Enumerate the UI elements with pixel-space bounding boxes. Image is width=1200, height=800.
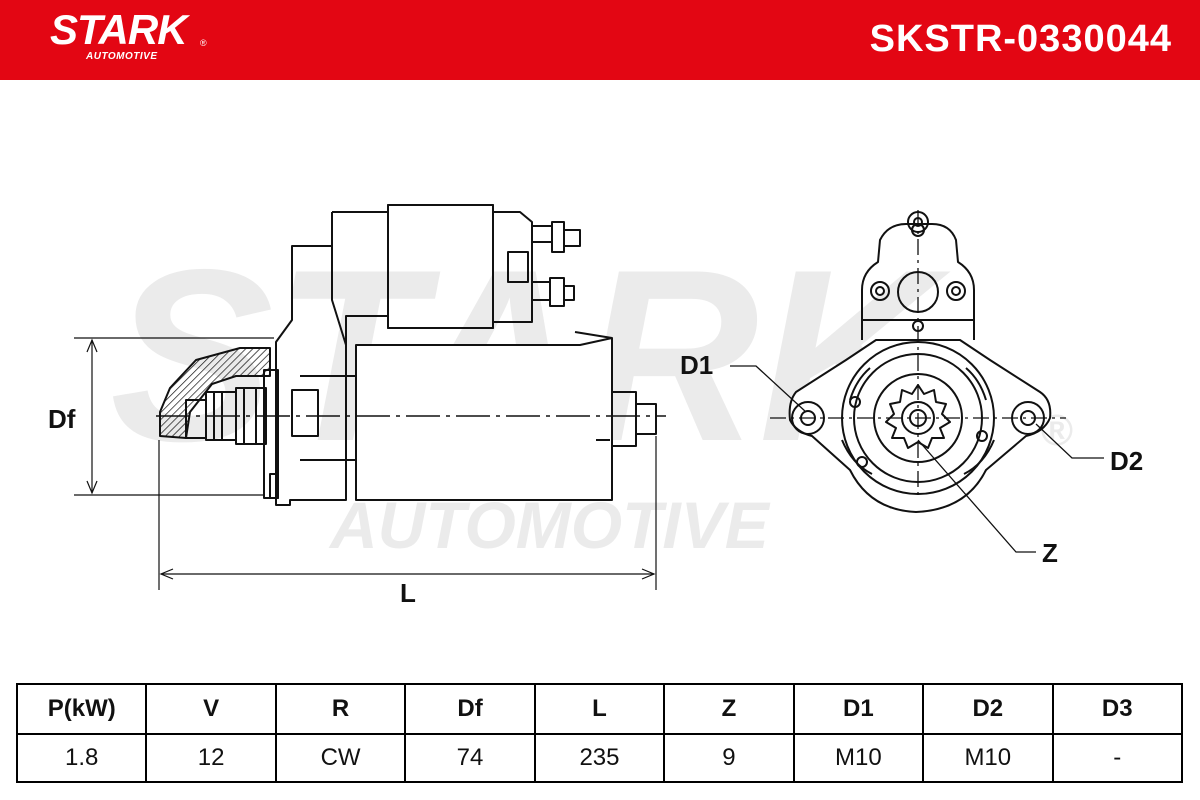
d2-label: D2 — [1110, 446, 1143, 476]
spec-value-voltage: 12 — [145, 733, 277, 783]
spec-header-power: P(kW) — [15, 683, 148, 735]
l-dimension — [158, 436, 657, 590]
logo-brand-text: STARK — [50, 6, 188, 53]
part-number: SKSTR-0330044 — [869, 18, 1172, 60]
spec-header-rotation: R — [274, 683, 407, 735]
spec-value-row: 1.8 12 CW 74 235 9 M10 M10 - — [15, 733, 1183, 783]
spec-header-length: L — [533, 683, 666, 735]
df-dimension — [74, 337, 274, 496]
spec-header-voltage: V — [145, 683, 277, 735]
starter-motor-diagram: STARK AUTOMOTIVE ® — [48, 204, 1143, 608]
spec-header-d3: D3 — [1051, 683, 1183, 735]
leader-lines — [730, 365, 1104, 553]
spec-value-length: 235 — [533, 733, 666, 783]
stark-logo: STARK ® AUTOMOTIVE — [50, 6, 207, 62]
logo-registered-mark: ® — [200, 38, 207, 48]
l-label: L — [400, 578, 416, 608]
spec-value-df: 74 — [404, 733, 536, 783]
logo-sub-text: AUTOMOTIVE — [86, 51, 158, 62]
spec-header-d1: D1 — [792, 683, 925, 735]
spec-header-row: P(kW) V R Df L Z D1 D2 D3 — [15, 683, 1183, 735]
d1-label: D1 — [680, 350, 713, 380]
spec-value-d2: M10 — [922, 733, 1054, 783]
spec-value-d3: - — [1051, 733, 1183, 783]
header-bar: STARK ® AUTOMOTIVE SKSTR-0330044 — [0, 0, 1200, 80]
spec-table: P(kW) V R Df L Z D1 D2 D3 1.8 12 CW 74 2… — [15, 683, 1183, 783]
spec-header-df: Df — [404, 683, 536, 735]
front-centerlines — [770, 210, 1066, 500]
spec-value-power: 1.8 — [15, 733, 148, 783]
spec-header-teeth: Z — [663, 683, 795, 735]
spec-header-d2: D2 — [922, 683, 1054, 735]
spec-value-teeth: 9 — [663, 733, 795, 783]
spec-value-d1: M10 — [792, 733, 925, 783]
df-label: Df — [48, 404, 76, 434]
z-label: Z — [1042, 538, 1058, 568]
spec-value-rotation: CW — [274, 733, 407, 783]
